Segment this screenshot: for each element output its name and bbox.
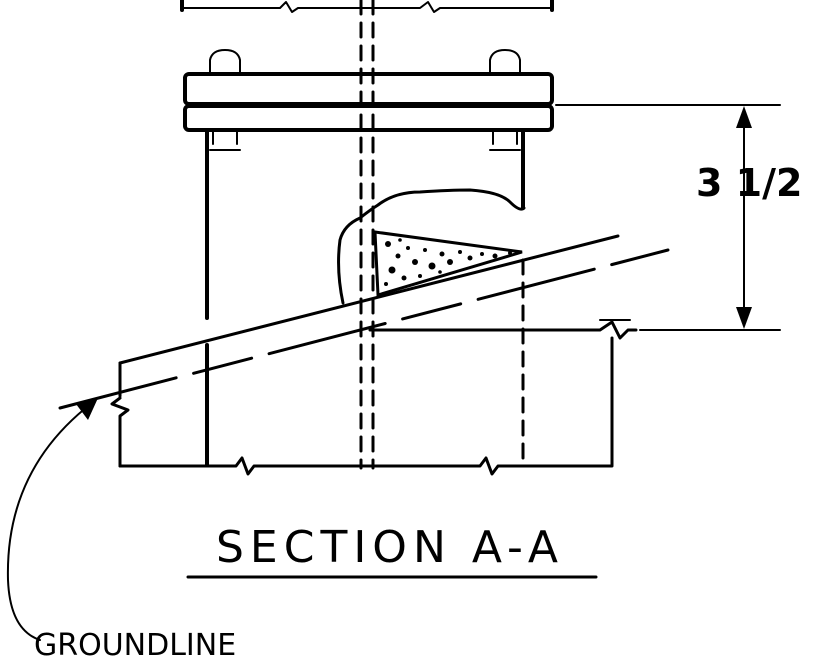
grade-top-line: [118, 234, 620, 365]
groundline-leader: [6, 402, 93, 641]
right-bolt: [489, 49, 521, 151]
clamp-plates: [183, 72, 554, 132]
section-title-group: SECTION A-A: [186, 522, 598, 579]
concrete-stipple: [384, 238, 512, 286]
left-bolt: [209, 49, 241, 151]
grade-slope: [58, 234, 670, 410]
upper-clamp-plate: [183, 72, 554, 106]
dimension-arrow-bottom: [736, 307, 752, 329]
upper-post: [180, 0, 554, 13]
left-bolt-head: [209, 49, 241, 75]
dimension-group: 3 1/2: [555, 104, 802, 331]
groundline-line: [58, 248, 670, 410]
lower-clamp-plate: [183, 104, 554, 132]
concrete-fill: [373, 230, 523, 297]
section-title: SECTION A-A: [216, 522, 564, 573]
bottom-break-line: [118, 336, 614, 476]
right-bolt-head: [489, 49, 521, 75]
dimension-label: 3 1/2: [696, 161, 802, 205]
groundline-leader-arrow: [76, 398, 98, 420]
cutaway-break-outline: [337, 188, 526, 305]
groundline-callout: GROUNDLINE: [6, 398, 236, 663]
dimension-arrow-top: [736, 106, 752, 128]
groundline-label: GROUNDLINE: [34, 628, 236, 663]
right-ground-surface: [368, 320, 638, 340]
upper-post-break-line: [181, 1, 553, 13]
lower-post: [205, 128, 525, 467]
left-grade-break: [110, 396, 130, 468]
center-rod: [359, 0, 375, 470]
